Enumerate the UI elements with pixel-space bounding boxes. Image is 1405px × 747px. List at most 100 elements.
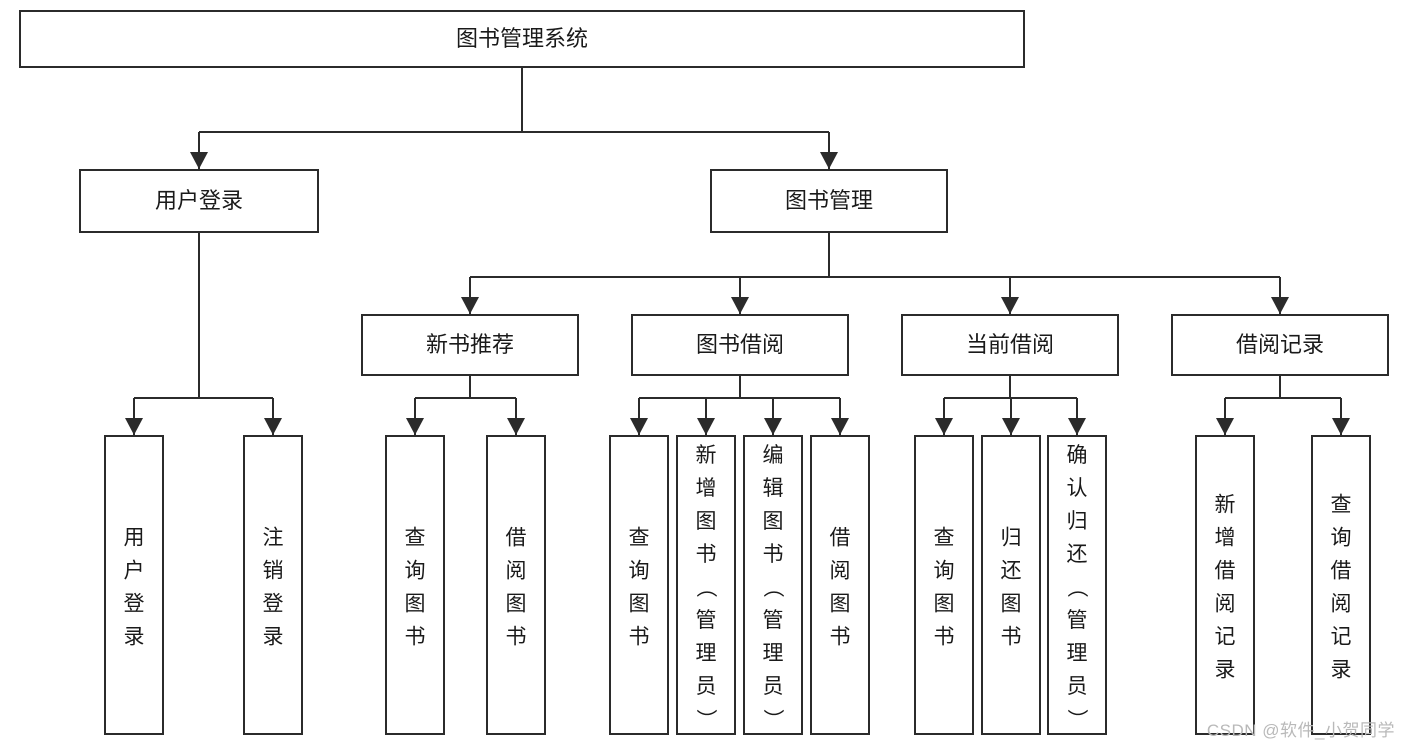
connector-group bbox=[1216, 375, 1350, 435]
node-label-char: 录 bbox=[263, 626, 284, 649]
arrow-head bbox=[406, 418, 424, 435]
node-label-char: 归 bbox=[1067, 510, 1088, 533]
node-newbook[interactable]: 新书推荐 bbox=[360, 313, 580, 377]
node-label-char: 查 bbox=[629, 527, 650, 550]
node-box[interactable] bbox=[242, 434, 304, 736]
node-box[interactable] bbox=[742, 434, 804, 736]
node-box[interactable] bbox=[980, 434, 1042, 736]
connector-layer bbox=[125, 67, 1350, 435]
node-label-char: 书 bbox=[506, 626, 527, 649]
node-box[interactable] bbox=[709, 168, 949, 234]
node-label-char: 理 bbox=[1067, 642, 1088, 665]
node-label-char: 还 bbox=[1067, 543, 1088, 566]
connector-group bbox=[461, 232, 1289, 314]
node-label-char: 管 bbox=[696, 609, 717, 632]
node-label-char: 图 bbox=[405, 593, 426, 616]
node-box[interactable] bbox=[608, 434, 670, 736]
node-box[interactable] bbox=[1194, 434, 1256, 736]
node-label: 图书借阅 bbox=[696, 332, 784, 357]
node-label-char: 登 bbox=[263, 593, 284, 616]
node-box[interactable] bbox=[78, 168, 320, 234]
node-label-char: 还 bbox=[1001, 560, 1022, 583]
arrow-head bbox=[1001, 297, 1019, 314]
node-label-char: 图 bbox=[1001, 593, 1022, 616]
node-label-char: 询 bbox=[629, 560, 650, 583]
arrow-head bbox=[630, 418, 648, 435]
node-label-char: 借 bbox=[506, 527, 527, 550]
node-box[interactable] bbox=[1046, 434, 1108, 736]
arrow-head bbox=[190, 152, 208, 169]
node-label-char: 书 bbox=[830, 626, 851, 649]
node-label-char: 户 bbox=[124, 560, 145, 583]
node-box[interactable] bbox=[809, 434, 871, 736]
node-label: 新书推荐 bbox=[426, 332, 514, 357]
node-box[interactable] bbox=[630, 313, 850, 377]
node-label-char: 记 bbox=[1331, 626, 1352, 649]
arrow-head bbox=[697, 418, 715, 435]
node-label: 用户登录 bbox=[155, 188, 243, 213]
node-label-char: 注 bbox=[263, 527, 284, 550]
node-label: 图书管理系统 bbox=[456, 26, 588, 51]
node-label-char: 询 bbox=[1331, 527, 1352, 550]
node-root[interactable]: 图书管理系统 bbox=[18, 9, 1026, 69]
node-box[interactable] bbox=[913, 434, 975, 736]
arrow-head bbox=[764, 418, 782, 435]
node-box[interactable] bbox=[1170, 313, 1390, 377]
connector-group bbox=[935, 375, 1086, 435]
node-label-char: 查 bbox=[934, 527, 955, 550]
node-label-char: 员 bbox=[1067, 675, 1088, 698]
arrow-head bbox=[125, 418, 143, 435]
node-label-char: 增 bbox=[696, 477, 717, 500]
node-label-char: 阅 bbox=[830, 560, 851, 583]
node-box[interactable] bbox=[675, 434, 737, 736]
node-box[interactable] bbox=[360, 313, 580, 377]
node-login[interactable]: 用户登录 bbox=[78, 168, 320, 234]
node-box[interactable] bbox=[485, 434, 547, 736]
node-box[interactable] bbox=[18, 9, 1026, 69]
node-label: 借阅记录 bbox=[1236, 332, 1324, 357]
node-current[interactable]: 当前借阅 bbox=[900, 313, 1120, 377]
node-label-char: 书 bbox=[696, 543, 717, 566]
node-label-char: 图 bbox=[830, 593, 851, 616]
node-label-char: 录 bbox=[1215, 659, 1236, 682]
node-label-char: 阅 bbox=[1215, 593, 1236, 616]
node-box[interactable] bbox=[900, 313, 1120, 377]
node-records[interactable]: 借阅记录 bbox=[1170, 313, 1390, 377]
node-bookmgmt[interactable]: 图书管理 bbox=[709, 168, 949, 234]
node-label-char: 确 bbox=[1067, 444, 1088, 467]
node-box[interactable] bbox=[384, 434, 446, 736]
node-label-char: 录 bbox=[1331, 659, 1352, 682]
arrow-head bbox=[1068, 418, 1086, 435]
node-leaf-user-login[interactable]: 用户登录 bbox=[103, 434, 165, 736]
node-label-char: 书 bbox=[763, 543, 784, 566]
node-label-char: 查 bbox=[405, 527, 426, 550]
node-box[interactable] bbox=[103, 434, 165, 736]
node-borrow[interactable]: 图书借阅 bbox=[630, 313, 850, 377]
arrow-head bbox=[935, 418, 953, 435]
node-box[interactable] bbox=[1310, 434, 1372, 736]
watermark-text: CSDN @软件_小贺同学 bbox=[1206, 721, 1395, 740]
node-label-char: 阅 bbox=[1331, 593, 1352, 616]
node-label-char: 编 bbox=[763, 444, 784, 467]
node-label-char: 询 bbox=[405, 560, 426, 583]
node-label-char: （ bbox=[694, 577, 717, 598]
node-label-char: 借 bbox=[1331, 560, 1352, 583]
node-label-char: 认 bbox=[1067, 477, 1088, 500]
node-label-char: 图 bbox=[629, 593, 650, 616]
node-label-char: ） bbox=[694, 709, 717, 730]
node-label-char: 员 bbox=[763, 675, 784, 698]
node-label-char: 新 bbox=[1215, 494, 1236, 517]
